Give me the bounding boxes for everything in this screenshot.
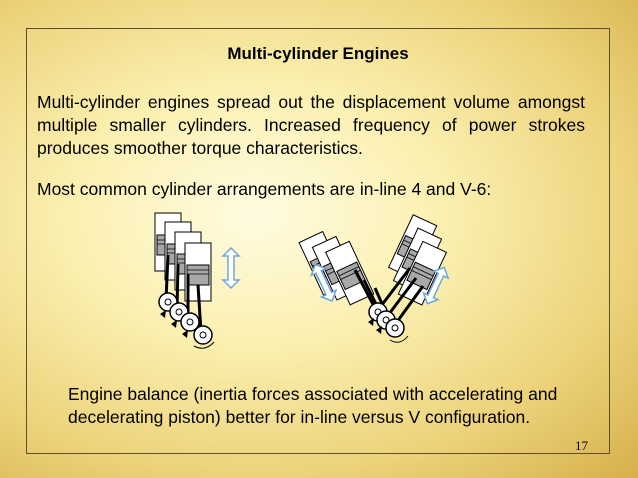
slide-frame — [26, 28, 610, 454]
v6-engine-diagram — [298, 214, 447, 343]
slide-title: Multi-cylinder Engines — [227, 44, 409, 63]
paragraph-displacement: Multi-cylinder engines spread out the di… — [37, 92, 585, 158]
inline-4-engine-diagram — [154, 212, 215, 349]
paragraph-arrangements: Most common cylinder arrangements are in… — [37, 179, 492, 199]
page-number: 17 — [575, 438, 588, 453]
double-headed-arrow-icon — [222, 247, 240, 289]
paragraph-engine-balance: Engine balance (inertia forces associate… — [68, 384, 558, 427]
